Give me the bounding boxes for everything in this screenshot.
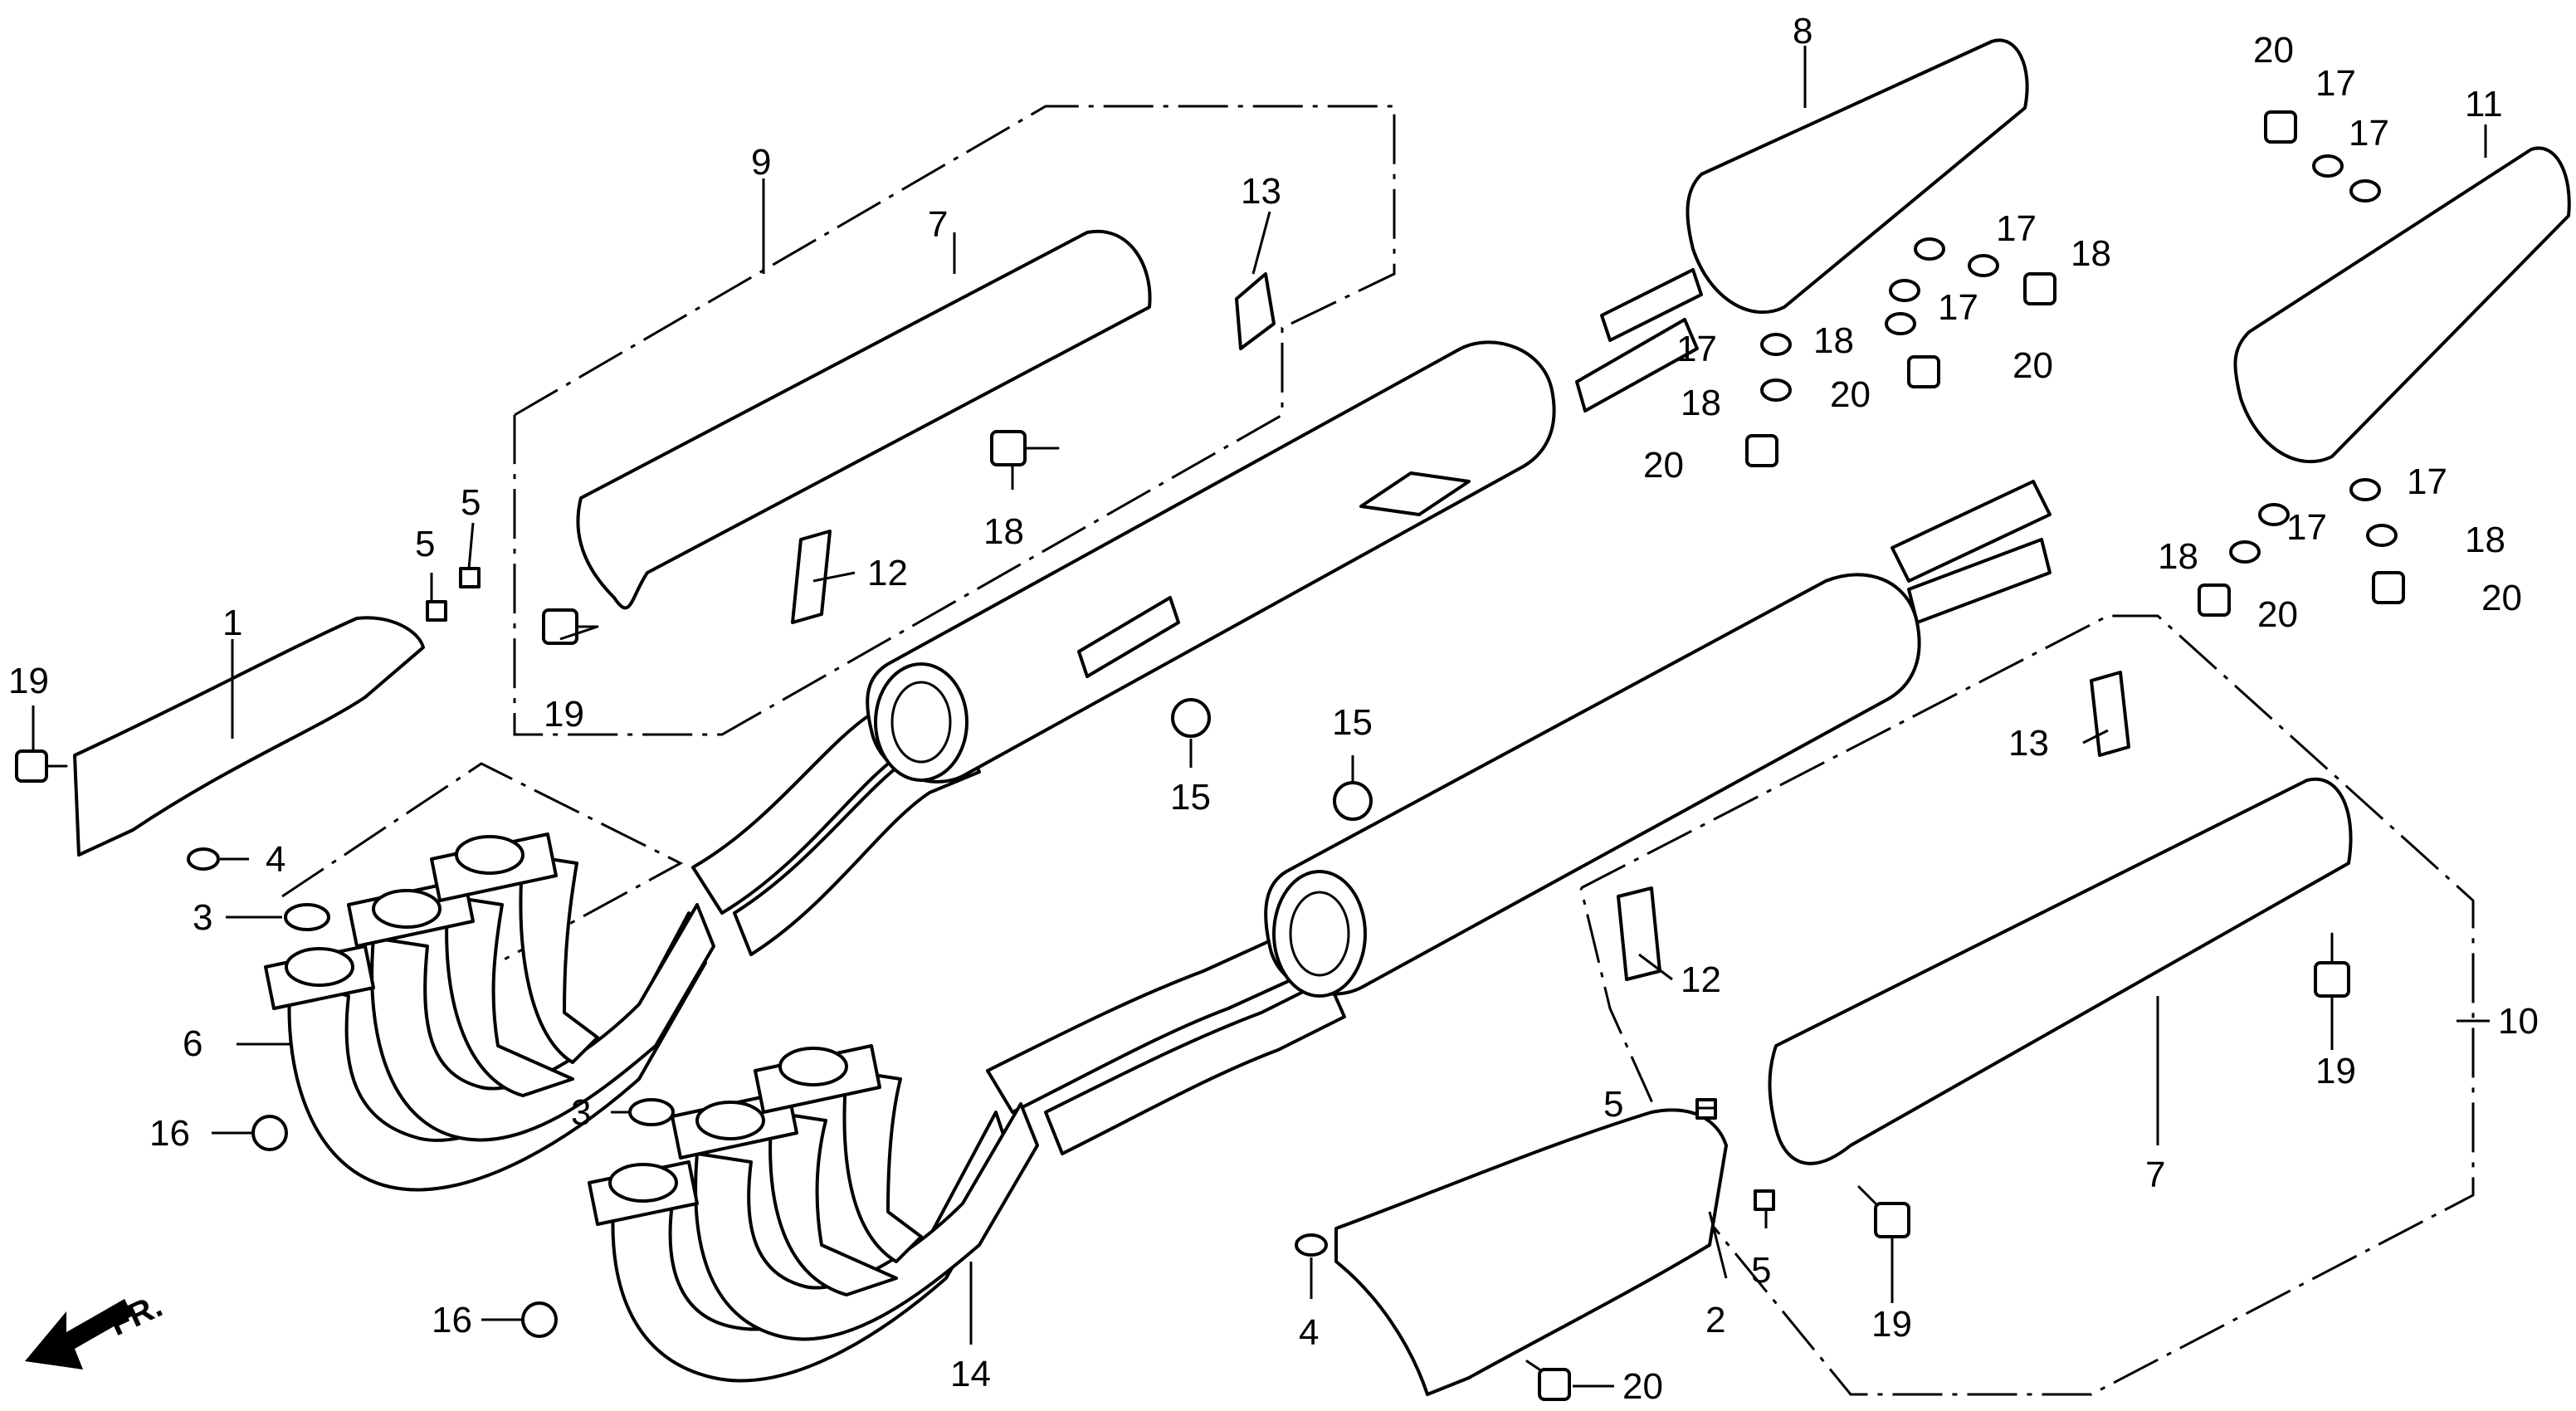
callout-3: 3 <box>193 897 212 938</box>
callout-5: 5 <box>461 482 481 523</box>
callout-17: 17 <box>2349 113 2389 154</box>
bracket-13-upper <box>1235 272 1276 350</box>
callout-19: 19 <box>1871 1304 1912 1345</box>
callout-4: 4 <box>1299 1312 1319 1353</box>
clip-5-d <box>1754 1189 1775 1211</box>
callout-11: 11 <box>2465 84 2503 124</box>
heat-shield-2 <box>1334 1108 1728 1396</box>
callout-10: 10 <box>2498 1001 2539 1042</box>
callout-17: 17 <box>1996 208 2037 249</box>
bolt-20-f <box>1745 434 1778 467</box>
bolt-19-c <box>2314 932 2350 998</box>
callout-13: 13 <box>2008 723 2049 764</box>
nut-16-b <box>521 1301 558 1338</box>
bolt-20-d <box>2023 272 2056 305</box>
bolt-19-a <box>990 430 1060 466</box>
callout-17: 17 <box>2407 461 2447 502</box>
callout-17: 17 <box>1676 329 1717 369</box>
callout-20: 20 <box>2257 594 2298 635</box>
bolt-20-h <box>2372 571 2405 604</box>
muffler-cover-7-lower <box>1768 777 2353 1165</box>
callout-19: 19 <box>544 694 584 735</box>
bolt-19-d <box>1857 1185 1910 1238</box>
exhaust-manifold-6 <box>264 832 715 1192</box>
callout-2: 2 <box>1705 1300 1725 1340</box>
callout-1: 1 <box>222 603 242 643</box>
nut-15-a <box>1171 698 1211 738</box>
callout-5: 5 <box>1751 1250 1771 1291</box>
gasket-3-b <box>628 1098 675 1126</box>
callout-3: 3 <box>571 1092 591 1133</box>
bracket-12-upper <box>791 530 832 624</box>
bolt-20-b <box>1525 1360 1571 1401</box>
washers-17-18 <box>1760 154 2398 564</box>
callout-20: 20 <box>2481 578 2522 618</box>
callout-19: 18 <box>983 511 1024 552</box>
callout-12: 12 <box>1681 959 1721 1000</box>
muffler-upper <box>866 340 1556 784</box>
callout-16: 16 <box>432 1300 472 1340</box>
callout-7: 7 <box>928 204 948 245</box>
heat-shield-1 <box>73 616 425 857</box>
exhaust-pipe-lower <box>986 480 2052 1155</box>
gasket-group-boundary <box>281 762 684 964</box>
exhaust-manifold-14 <box>588 1044 1039 1383</box>
gasket-3-a <box>284 903 330 931</box>
callout-18: 18 <box>2158 536 2198 577</box>
bolt-19-b <box>542 608 599 645</box>
clip-5-b <box>459 567 481 588</box>
muffler-assembly-9-boundary <box>513 105 1396 736</box>
leader-lines <box>32 46 2490 1388</box>
callout-18: 18 <box>2465 520 2505 560</box>
callout-14: 14 <box>950 1354 991 1394</box>
callout-18: 17 <box>2315 63 2356 104</box>
callout-5: 5 <box>1603 1084 1623 1125</box>
nut-15-b <box>1333 781 1373 821</box>
callout-19: 19 <box>2315 1051 2356 1091</box>
bolt-20-c <box>2264 110 2297 144</box>
callout-6: 6 <box>183 1023 202 1064</box>
bolt-20-g <box>2198 583 2231 617</box>
bolt-20-a <box>15 749 68 783</box>
bracket-13-lower <box>2090 671 2130 757</box>
front-label: FR. <box>104 1287 168 1343</box>
nut-16-a <box>251 1115 288 1151</box>
callout-17: 17 <box>1938 287 1978 328</box>
callout-16: 16 <box>149 1113 190 1154</box>
callout-18: 18 <box>1813 320 1854 361</box>
muffler-end-cap-11 <box>2233 146 2571 464</box>
callout-15: 15 <box>1332 702 1373 743</box>
bolt-20-e <box>1907 355 1940 388</box>
callout-15: 15 <box>1170 777 1211 818</box>
callout-20: 20 <box>2013 345 2053 386</box>
callout-20: 19 <box>8 661 49 701</box>
callout-20: 20 <box>1622 1366 1663 1407</box>
callout-18: 18 <box>2071 233 2111 274</box>
callout-20: 20 <box>2253 30 2294 71</box>
clip-5-a <box>426 600 447 622</box>
callout-4: 4 <box>266 839 285 880</box>
muffler-assembly-10-boundary <box>1579 614 2475 1396</box>
front-direction-arrow: FR. <box>25 1287 168 1370</box>
callout-labels: 1 2 3 3 4 4 5 5 5 5 6 7 7 8 9 10 11 12 1… <box>8 11 2539 1407</box>
callout-7: 7 <box>2145 1155 2165 1195</box>
muffler-lower <box>1264 573 1921 998</box>
callout-8: 8 <box>1793 11 1812 51</box>
callout-5: 5 <box>415 524 435 564</box>
gasket-4-a <box>187 847 220 871</box>
muffler-cover-7-upper <box>576 229 1152 610</box>
callout-17: 17 <box>2286 507 2327 548</box>
callout-20: 20 <box>1643 445 1684 486</box>
callout-13: 13 <box>1241 171 1281 212</box>
callout-9: 9 <box>751 142 771 183</box>
callout-20: 20 <box>1830 374 1871 415</box>
muffler-end-cap-8 <box>1686 38 2029 315</box>
callout-18: 18 <box>1681 383 1721 423</box>
gasket-4-b <box>1295 1233 1328 1257</box>
callout-12: 12 <box>867 553 908 593</box>
